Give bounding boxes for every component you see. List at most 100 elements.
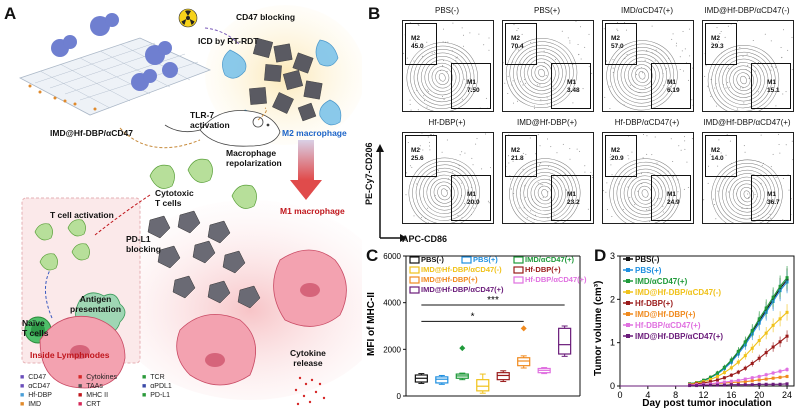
event-dot <box>775 200 777 202</box>
d-point <box>729 366 733 370</box>
event-dot <box>671 38 673 40</box>
gate-m1-value: 6.19 <box>667 87 680 94</box>
d-point <box>736 378 740 382</box>
gate-m2-value: 25.6 <box>411 155 424 162</box>
d-legend-marker <box>626 290 630 294</box>
gate-m2-name: M2 <box>411 147 421 154</box>
event-dot <box>455 57 457 59</box>
event-dot <box>473 207 475 209</box>
gate-m2 <box>405 23 437 65</box>
event-dot <box>603 190 604 192</box>
gate-m2-value: 57.0 <box>611 43 624 50</box>
event-dot <box>719 33 721 35</box>
event-dot <box>684 136 686 138</box>
event-dot <box>672 160 674 162</box>
event-dot <box>441 95 443 97</box>
d-legend-marker <box>626 257 630 261</box>
event-dot <box>555 59 557 61</box>
event-dot <box>413 60 415 62</box>
contour-line <box>707 45 780 111</box>
legend-item: ■CRT <box>78 401 101 408</box>
event-dot <box>763 162 765 164</box>
gate-m1-value: 15.1 <box>767 87 780 94</box>
label-repolarization: Macrophage repolarization <box>226 148 282 168</box>
event-dot <box>525 153 527 155</box>
event-dot <box>519 81 521 83</box>
event-dot <box>743 145 745 147</box>
legend-item: ■TCR <box>142 374 165 381</box>
event-dot <box>779 152 781 154</box>
event-dot <box>616 28 618 30</box>
event-dot <box>578 54 580 56</box>
d-point <box>764 351 768 355</box>
event-dot <box>747 197 749 199</box>
d-point <box>722 371 726 375</box>
d-point <box>757 378 761 382</box>
event-dot <box>444 41 446 43</box>
event-dot <box>713 203 715 205</box>
event-dot <box>688 28 690 30</box>
d-point <box>757 382 761 386</box>
gate-m2-name: M2 <box>711 147 721 154</box>
event-dot <box>736 21 738 22</box>
event-dot <box>452 22 454 24</box>
event-dot <box>752 40 754 42</box>
event-dot <box>426 89 428 91</box>
legend-item: ■CD47 <box>20 374 46 381</box>
tumor-cell-cluster <box>249 37 323 122</box>
event-dot <box>544 61 546 63</box>
contour-line <box>410 45 475 109</box>
gate-m2-name: M2 <box>611 35 621 42</box>
event-dot <box>554 104 556 106</box>
event-dot <box>770 66 772 68</box>
contour-line <box>516 165 574 222</box>
flow-contour <box>703 133 793 223</box>
event-dot <box>722 84 724 86</box>
contour-line <box>725 62 762 98</box>
event-dot <box>569 158 571 160</box>
event-dot <box>487 200 489 202</box>
event-dot <box>667 170 669 172</box>
event-dot <box>634 204 636 206</box>
event-dot <box>431 52 433 54</box>
event-dot <box>531 198 533 200</box>
event-dot <box>567 37 569 39</box>
d-point <box>743 383 747 387</box>
event-dot <box>684 48 686 50</box>
d-point <box>757 356 761 360</box>
event-dot <box>761 164 763 166</box>
event-dot <box>443 99 445 101</box>
legend-item: ■αPDL1 <box>142 383 172 390</box>
contour-line <box>440 188 448 197</box>
c-sig-star: * <box>471 311 475 322</box>
contour-line <box>534 182 556 205</box>
c-y-tick-label: 0 <box>397 392 402 401</box>
event-dot <box>459 154 461 156</box>
event-dot <box>411 166 413 168</box>
c-y-tick-label: 2000 <box>383 345 401 354</box>
flow-plot-title: IMD@Hf-DBP/αCD47(-) <box>704 6 790 15</box>
legend-item: ■MHC II <box>78 392 108 399</box>
event-dot <box>617 30 619 32</box>
d-legend-label: PBS(-) <box>635 255 660 264</box>
contour-line <box>530 178 559 208</box>
d-point <box>771 382 775 386</box>
event-dot <box>737 108 739 110</box>
legend-item: ■IMD <box>20 401 41 408</box>
event-dot <box>582 88 584 90</box>
legend-label: TAAs <box>86 383 103 390</box>
event-dot <box>612 67 614 69</box>
event-dot <box>641 72 643 74</box>
gate-m1 <box>751 175 791 221</box>
event-dot <box>644 59 646 61</box>
event-dot <box>749 100 751 102</box>
event-dot <box>692 67 693 69</box>
event-dot <box>672 176 674 178</box>
event-dot <box>691 138 693 140</box>
event-dot <box>542 184 544 186</box>
